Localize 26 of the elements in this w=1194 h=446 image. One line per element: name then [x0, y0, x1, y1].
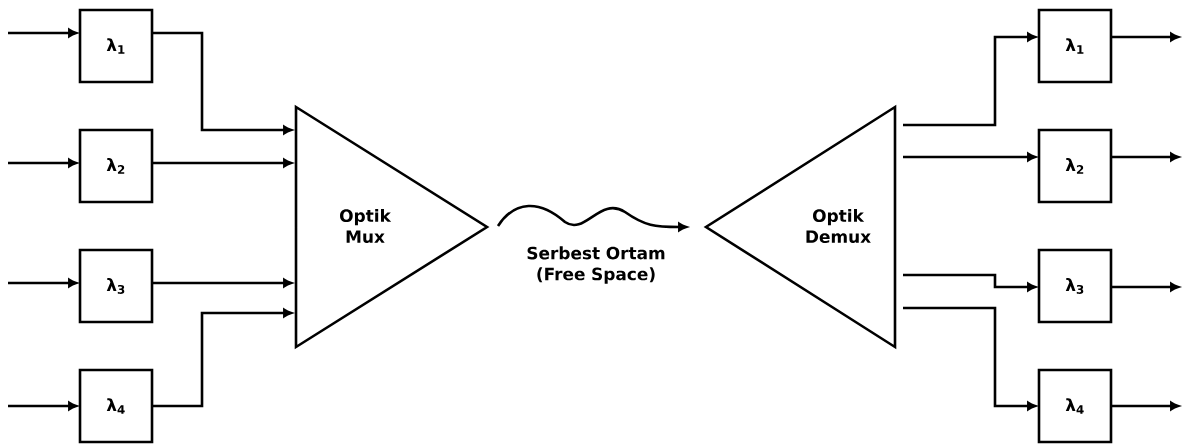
arrow	[1111, 401, 1180, 411]
filter-box: λ$_{2}$	[78, 128, 154, 204]
arrow	[152, 31, 293, 135]
arrow	[903, 152, 1037, 162]
arrow	[8, 28, 78, 38]
arrow	[903, 273, 1037, 292]
edge-label: Serbest Ortam (Free Space)	[527, 246, 665, 284]
arrow	[8, 401, 78, 411]
filter-box: λ$_{2}$	[1037, 128, 1113, 204]
filter-box: λ$_{3}$	[78, 248, 154, 324]
filter-box: λ$_{3}$	[1037, 248, 1113, 324]
arrow	[1111, 32, 1180, 42]
filter-box: λ$_{1}$	[78, 8, 154, 84]
arrow	[152, 308, 293, 408]
arrow	[152, 278, 293, 288]
arrow	[903, 32, 1037, 127]
wavy-arrow	[496, 204, 688, 232]
arrow	[8, 278, 78, 288]
arrow	[152, 158, 293, 168]
arrow	[1111, 282, 1180, 292]
filter-box: λ$_{4}$	[1037, 368, 1113, 444]
filter-box: λ$_{1}$	[1037, 8, 1113, 84]
arrow	[903, 306, 1037, 411]
arrow	[1111, 152, 1180, 162]
filter-box: λ$_{4}$	[78, 368, 154, 444]
arrow	[8, 158, 78, 168]
